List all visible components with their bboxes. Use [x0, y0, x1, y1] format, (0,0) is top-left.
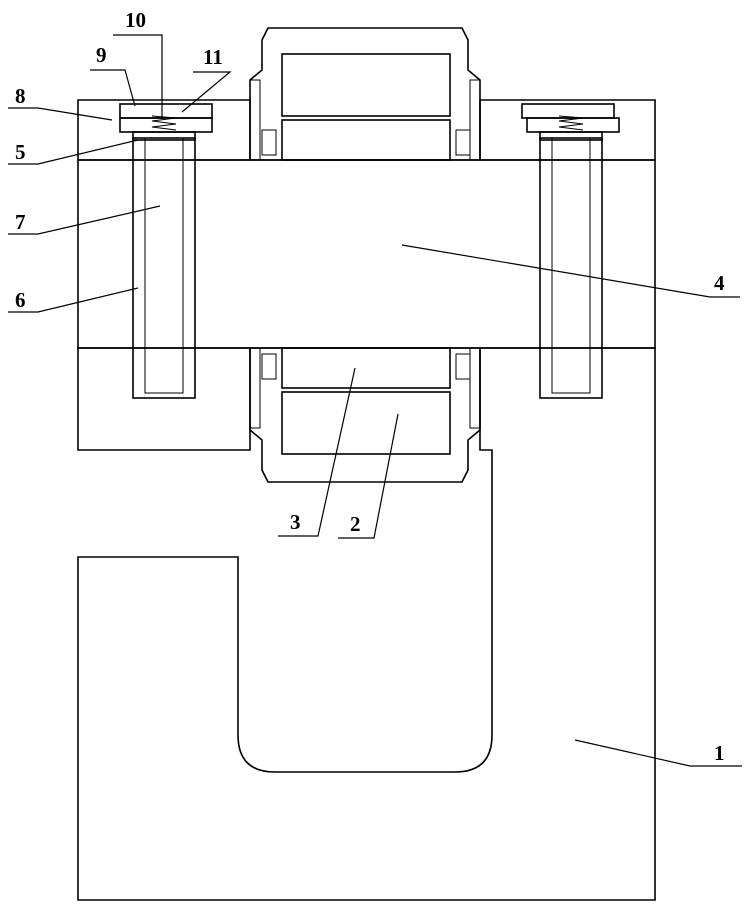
label-1: 1 [714, 741, 725, 765]
label-5: 5 [15, 140, 26, 164]
roller-part-2 [281, 391, 451, 455]
left-cover-plate [119, 103, 213, 119]
leader-lines [8, 34, 742, 767]
base-frame [77, 347, 656, 901]
bottom-bearing-housing [249, 347, 481, 483]
inner-ring-part-3 [281, 347, 451, 389]
label-10: 10 [125, 8, 146, 32]
right-pin-assembly [521, 103, 620, 399]
label-11: 11 [203, 45, 223, 69]
label-3: 3 [290, 510, 301, 534]
label-8: 8 [15, 84, 26, 108]
label-2: 2 [350, 512, 361, 536]
label-7: 7 [15, 210, 26, 234]
label-6: 6 [15, 288, 26, 312]
main-shaft [77, 159, 656, 349]
label-4: 4 [714, 271, 725, 295]
left-spring [151, 115, 177, 131]
part-labels: 8 5 7 6 9 10 11 4 3 2 1 [15, 8, 725, 765]
right-spring [558, 115, 584, 131]
label-9: 9 [96, 43, 107, 67]
left-pin-assembly [119, 103, 213, 399]
top-roller [281, 53, 451, 117]
top-inner-ring [281, 119, 451, 161]
top-bearing-housing [249, 27, 481, 161]
top-plate [77, 99, 656, 161]
right-cover-plate [521, 103, 615, 119]
